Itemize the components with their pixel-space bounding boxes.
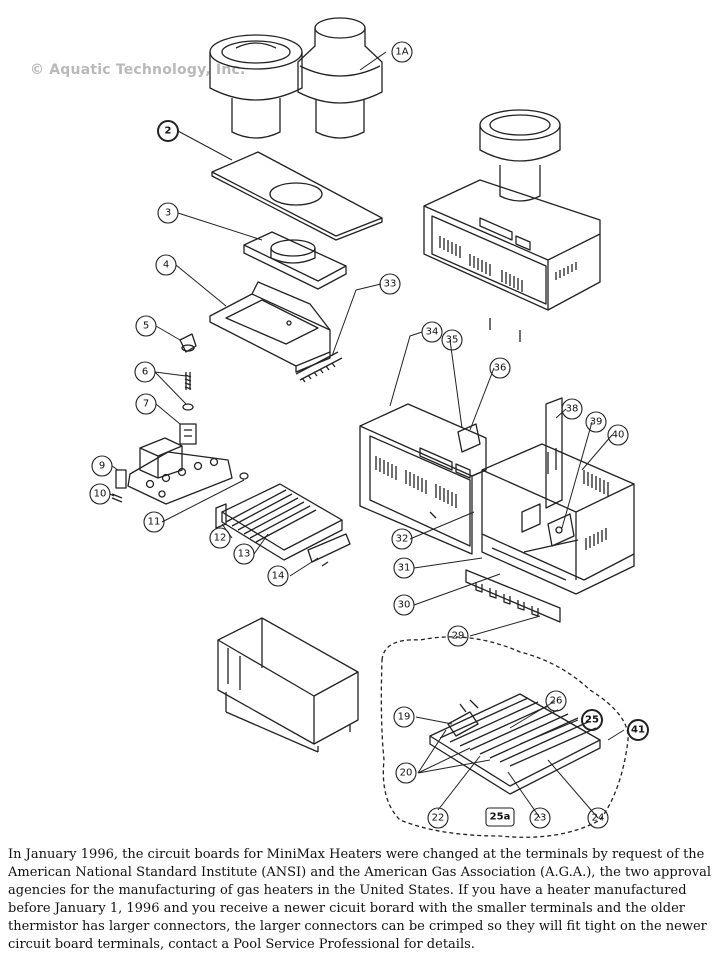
callout-24: 24	[592, 813, 605, 824]
callout-4: 4	[163, 260, 169, 271]
callout-2: 2	[165, 126, 172, 137]
caption-text: In January 1996, the circuit boards for …	[8, 847, 711, 952]
pilot-assembly-parts	[179, 333, 197, 445]
control-bracket	[457, 423, 481, 453]
callout-36: 36	[494, 363, 507, 374]
callout-35: 35	[446, 335, 459, 346]
callout-29: 29	[452, 631, 465, 642]
base-stand	[217, 617, 359, 753]
burner-bracket	[465, 569, 561, 623]
burner-bar	[295, 351, 343, 383]
callout-9: 9	[99, 461, 105, 472]
callout-33: 33	[384, 279, 397, 290]
callout-31: 31	[398, 563, 411, 574]
callout-30: 30	[398, 600, 411, 611]
callout-38: 38	[566, 404, 579, 415]
callout-40: 40	[612, 430, 625, 441]
callout-25: 25	[585, 715, 599, 726]
callout-1A: 1A	[395, 47, 408, 58]
callout-circles	[89, 41, 649, 829]
callout-12: 12	[214, 533, 227, 544]
callout-20: 20	[400, 768, 413, 779]
callout-7: 7	[143, 399, 149, 410]
callout-6: 6	[142, 367, 148, 378]
front-panel	[359, 403, 487, 555]
burner-tray-group	[380, 636, 629, 838]
exploded-parts-diagram: 1A 2 3 4 33 5 6 7 9 10 11 12 13 14 34 35…	[89, 17, 649, 838]
cabinet	[481, 397, 635, 595]
flue-hood	[209, 281, 331, 373]
heat-exchanger	[215, 483, 351, 567]
callout-3: 3	[165, 208, 171, 219]
flue-collar-right	[297, 17, 383, 139]
callout-5: 5	[143, 321, 149, 332]
callout-39: 39	[590, 417, 603, 428]
top-plate	[211, 151, 383, 241]
callout-34: 34	[426, 327, 439, 338]
callout-19: 19	[398, 712, 411, 723]
callout-25a: 25a	[490, 812, 511, 823]
callout-13: 13	[238, 549, 251, 560]
watermark: © Aquatic Technology, Inc.	[30, 62, 246, 78]
callout-41: 41	[631, 725, 645, 736]
leader-lines	[109, 51, 625, 819]
callout-14: 14	[272, 571, 285, 582]
callout-32: 32	[396, 534, 409, 545]
callout-22: 22	[432, 813, 445, 824]
flue-collar-left	[209, 34, 303, 139]
callout-11: 11	[148, 517, 161, 528]
gas-valve-manifold	[111, 437, 249, 505]
adapter-plate	[243, 231, 347, 290]
callout-23: 23	[534, 813, 547, 824]
callout-26: 26	[550, 696, 563, 707]
callout-10: 10	[94, 489, 107, 500]
assembled-heater	[423, 109, 601, 342]
